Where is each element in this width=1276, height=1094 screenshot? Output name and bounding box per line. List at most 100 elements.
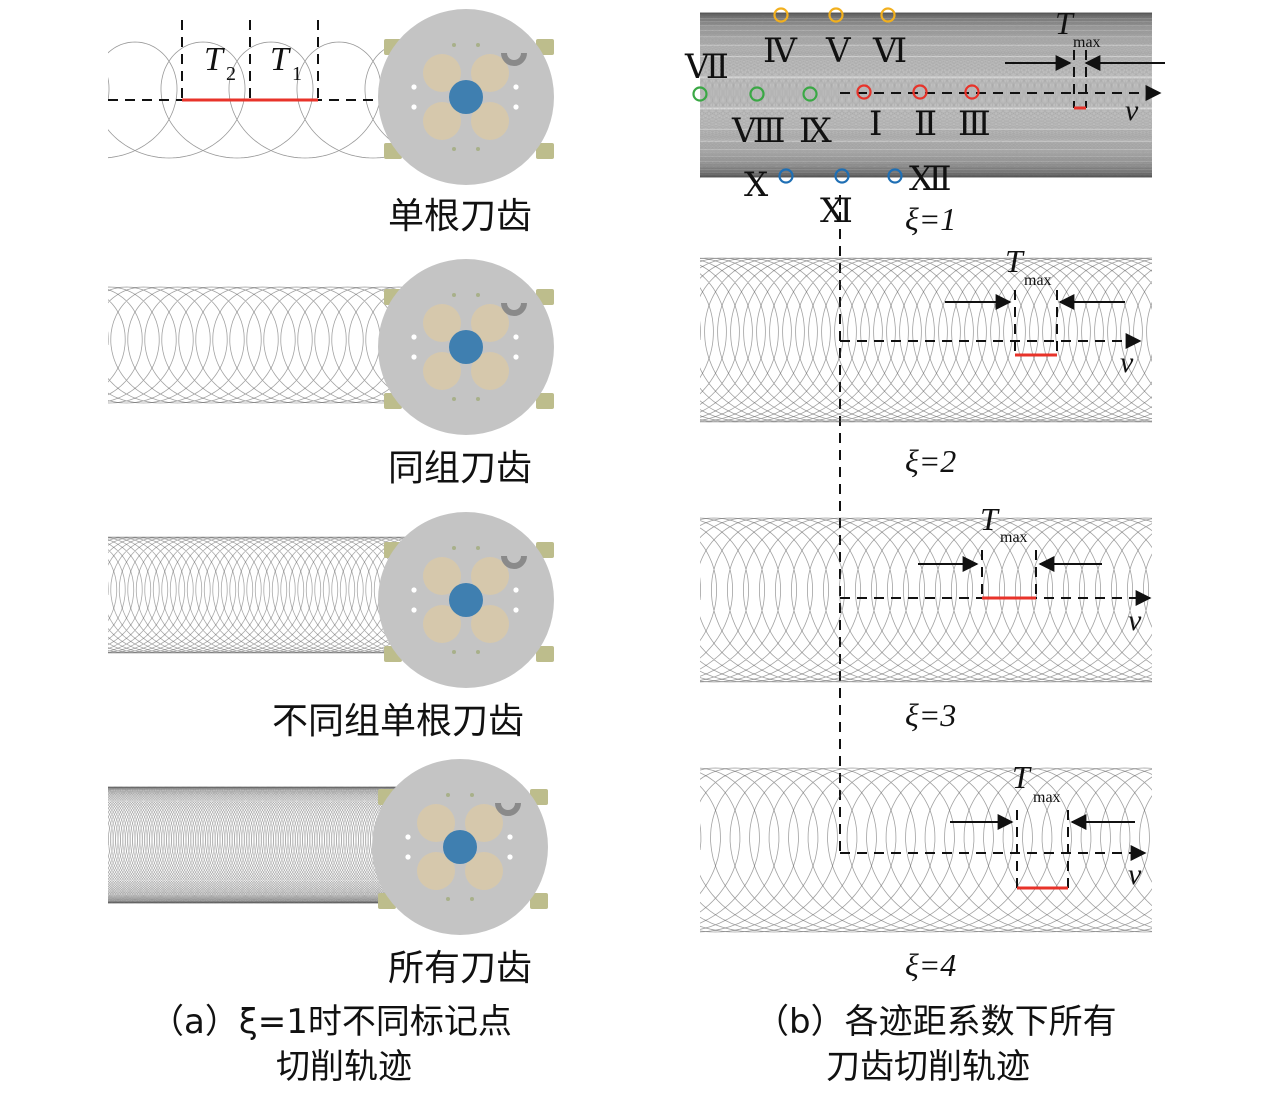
coolant-hole: [513, 84, 519, 90]
coolant-hole: [513, 587, 519, 593]
coolant-hole: [513, 354, 519, 360]
clamp-block: [536, 393, 554, 409]
clamp-block: [536, 143, 554, 159]
marker-dot-green: [749, 86, 765, 102]
caption-b-line1: （b）各迹距系数下所有: [755, 1002, 1117, 1042]
coolant-hole: [411, 587, 417, 593]
trajectory-curve: [108, 536, 408, 654]
trajectory-curve: [700, 12, 1152, 178]
marker-label: Ⅰ: [869, 106, 882, 143]
bolt-mark: [476, 43, 480, 47]
bolt-mark: [452, 147, 456, 151]
clamp-block: [536, 646, 554, 662]
marker-label: Ⅵ: [872, 33, 907, 70]
marker-dot-green: [692, 86, 708, 102]
trajectory-curve: [700, 257, 1152, 423]
row-label: 同组刀齿: [388, 448, 532, 489]
trajectory-curve: [700, 257, 1152, 423]
trajectory-curve: [108, 786, 408, 904]
marker-dot-blue: [778, 168, 794, 184]
cutter-tooth-mark: [501, 555, 527, 569]
row-label: 单根刀齿: [388, 196, 532, 237]
marker-dot-yellow: [773, 7, 789, 23]
trajectory-curve: [108, 536, 408, 654]
cutter-pad: [471, 304, 509, 342]
tmax-sub: max: [1033, 789, 1061, 806]
cutter-pad: [423, 102, 461, 140]
marker-label: Ⅱ: [914, 106, 937, 143]
trajectory-curve: [700, 517, 1152, 683]
trajectory-curve: [700, 257, 1152, 423]
cutter-hub: [449, 583, 483, 617]
panel-a: T 2 T 1 n R v 单根刀齿 同组刀齿 不同组单根刀齿 所有刀齿 （a）…: [108, 9, 554, 1087]
cutter-pad: [423, 557, 461, 595]
trajectory-curve: [700, 12, 1152, 178]
cutter-tooth-mark: [495, 802, 521, 816]
bolt-mark: [452, 650, 456, 654]
v-label: v: [1125, 94, 1139, 127]
marker-label: Ⅴ: [825, 33, 852, 70]
trajectory-curve: [108, 286, 408, 404]
trajectory-curve: [108, 786, 408, 904]
trajectory-b-xi3: [700, 517, 1152, 683]
trajectory-curve: [108, 786, 408, 904]
cutter-pad: [423, 605, 461, 643]
marker-dot-red: [856, 84, 872, 100]
coolant-hole: [405, 834, 411, 840]
bolt-mark: [470, 897, 474, 901]
cutter-head: [378, 259, 554, 435]
bolt-mark: [452, 546, 456, 550]
trajectory-curve: [700, 12, 1152, 178]
cutter-head: [378, 512, 554, 688]
trajectory-curve: [108, 786, 408, 904]
marker-label: Ⅸ: [799, 113, 832, 150]
t1-sub: 1: [292, 63, 302, 85]
trajectory-curve: [108, 786, 408, 904]
trajectory-curve: [108, 536, 408, 654]
tmax-sub: max: [1000, 529, 1028, 546]
marker-label: Ⅹ: [744, 167, 769, 204]
trajectory-curve: [108, 786, 408, 904]
cutter-pad: [423, 304, 461, 342]
marker-dot-blue: [834, 168, 850, 184]
marker-dot-yellow: [880, 7, 896, 23]
clamp-block: [530, 893, 548, 909]
trajectory-curve: [700, 12, 1152, 178]
v-label: v: [1128, 604, 1142, 637]
trajectory-a-all-teeth: [108, 786, 408, 904]
marker-group-blue: Ⅹ Ⅺ Ⅻ: [744, 161, 952, 230]
caption-b-line2: 刀齿切削轨迹: [826, 1047, 1030, 1087]
cutter-pad: [417, 852, 455, 890]
bolt-mark: [446, 897, 450, 901]
bolt-mark: [476, 397, 480, 401]
coolant-hole: [507, 854, 513, 860]
tmax-label: T: [980, 501, 1000, 537]
trajectory-curve: [700, 12, 1152, 178]
marker-group-green: Ⅶ Ⅷ Ⅸ: [684, 49, 832, 150]
cutter-hub: [443, 830, 477, 864]
tmax-label: T: [1055, 5, 1075, 41]
trajectory-b-xi1: [700, 12, 1152, 178]
trajectory-curve: [700, 12, 1152, 178]
tmax-label: T: [1005, 243, 1025, 279]
row-label: 不同组单根刀齿: [272, 701, 524, 742]
coolant-hole: [411, 334, 417, 340]
panel-b: T max v Ⅳ Ⅴ Ⅵ Ⅶ Ⅷ Ⅸ Ⅰ Ⅱ Ⅲ: [684, 5, 1165, 1087]
coolant-hole: [513, 104, 519, 110]
xi-label: ξ=2: [905, 443, 956, 479]
cutter-hub: [449, 80, 483, 114]
coolant-hole: [507, 834, 513, 840]
bolt-mark: [446, 793, 450, 797]
bolt-mark: [476, 293, 480, 297]
trajectory-curve: [108, 786, 408, 904]
marker-label: Ⅻ: [909, 161, 952, 198]
trajectory-curve: [700, 257, 1152, 423]
coolant-hole: [411, 354, 417, 360]
bolt-mark: [452, 293, 456, 297]
marker-dot-blue: [887, 168, 903, 184]
marker-dot-red: [964, 84, 980, 100]
marker-label: Ⅲ: [958, 106, 991, 143]
cutter-pad: [423, 54, 461, 92]
bolt-mark: [476, 650, 480, 654]
xi-label: ξ=4: [905, 947, 956, 983]
